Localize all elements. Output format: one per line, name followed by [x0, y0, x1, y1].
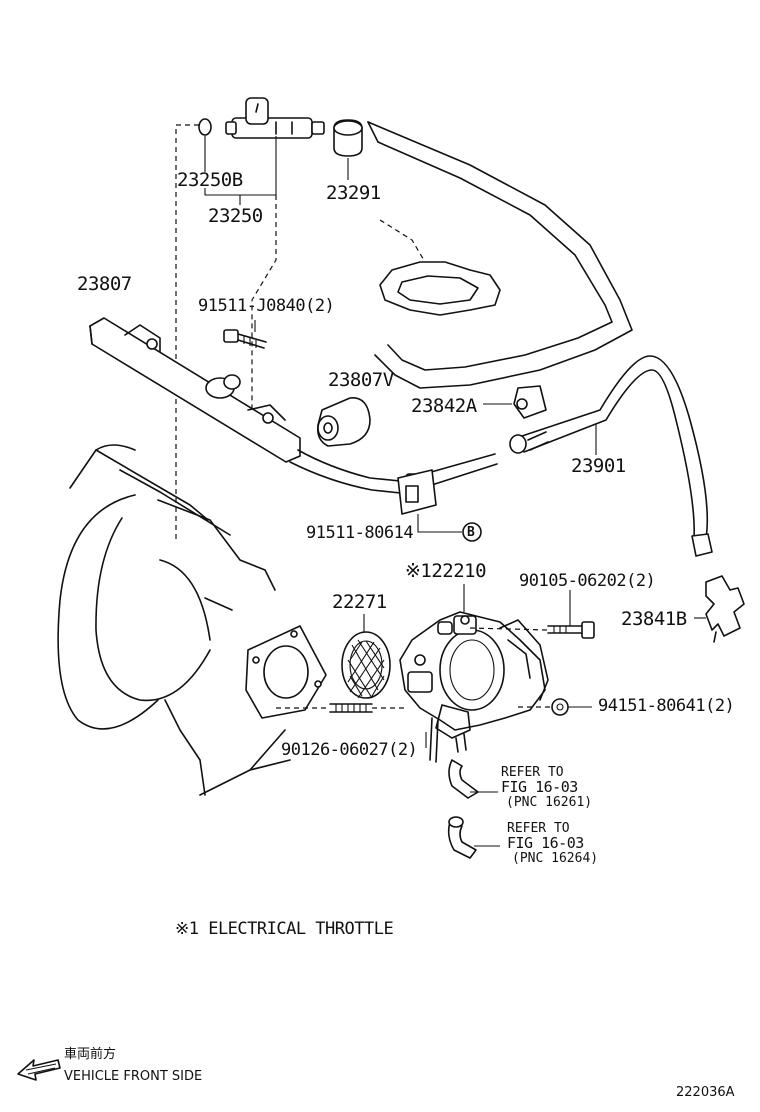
label-23842A[interactable]: 23842A — [411, 395, 477, 417]
intake-manifold-outline — [57, 444, 291, 796]
clamp-23842A — [513, 385, 547, 419]
bolt-90105-06202 — [547, 621, 595, 639]
label-91511-80614[interactable]: 91511-80614 — [306, 523, 414, 543]
refer-line1: REFER TO — [507, 821, 570, 836]
refer-line3: (PNC 16261) — [506, 795, 593, 810]
label-23250B[interactable]: 23250B — [177, 169, 243, 191]
label-23807V[interactable]: 23807V — [328, 369, 394, 391]
bolt-91511-J0840 — [223, 329, 267, 349]
label-91511-J0840[interactable]: 91511-J0840(2) — [198, 296, 335, 316]
label-23901[interactable]: 23901 — [571, 455, 626, 477]
manifold-flange — [245, 625, 327, 719]
fuel-injector-23250 — [225, 97, 325, 139]
refer-line2: FIG 16-03 — [501, 778, 578, 796]
throttle-body-22210 — [399, 611, 549, 763]
fuel-hose-23901 — [509, 355, 713, 557]
clamp-bolt-91511-80614 — [397, 469, 437, 515]
cap-23807V — [316, 397, 371, 447]
arrow-left-icon — [17, 1059, 61, 1081]
water-hose-16264 — [447, 816, 477, 859]
label-22210[interactable]: ※122210 — [405, 560, 487, 582]
throttle-gasket-22271 — [341, 631, 391, 699]
o-ring-23250B — [198, 118, 212, 136]
label-23807[interactable]: 23807 — [77, 273, 132, 295]
label-90105-06202[interactable]: 90105-06202(2) — [519, 571, 656, 591]
drawing-number: 222036A — [676, 1085, 735, 1100]
footnote-electrical-throttle: ※1 ELECTRICAL THROTTLE — [175, 919, 394, 939]
label-94151-80641[interactable]: 94151-80641(2) — [598, 696, 735, 716]
clip-23841B — [705, 575, 745, 643]
label-22271[interactable]: 22271 — [332, 591, 387, 613]
label-23291[interactable]: 23291 — [326, 182, 381, 204]
grommet-23291 — [333, 119, 363, 157]
label-23250[interactable]: 23250 — [208, 205, 263, 227]
refer-line1: REFER TO — [501, 765, 564, 780]
label-23841B[interactable]: 23841B — [621, 608, 687, 630]
bubble-b-label: B — [467, 525, 475, 540]
direction-label-jp: 車両前方 — [64, 1047, 117, 1062]
bubble-b-marker — [462, 522, 482, 542]
stud-90126-06027 — [329, 703, 373, 713]
nut-94151-80641 — [551, 698, 569, 716]
engine-cover-outline — [367, 121, 633, 389]
refer-line3: (PNC 16264) — [512, 851, 599, 866]
refer-line2: FIG 16-03 — [507, 834, 584, 852]
direction-label-en: VEHICLE FRONT SIDE — [64, 1069, 203, 1084]
label-90126-06027[interactable]: 90126-06027(2) — [281, 740, 418, 760]
